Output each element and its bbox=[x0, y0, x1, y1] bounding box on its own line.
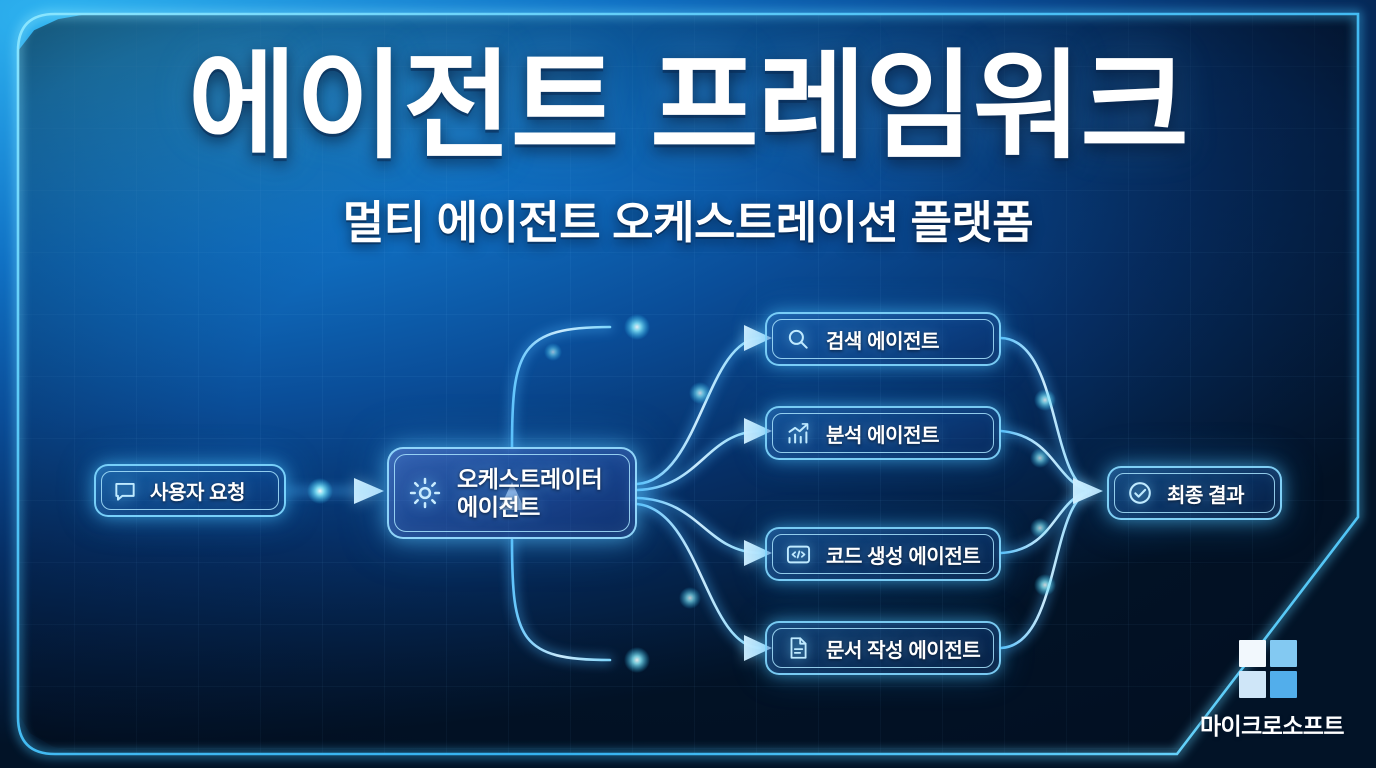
node-agent-search[interactable]: 검색 에이전트 bbox=[765, 312, 1001, 366]
node-agent-search-label: 검색 에이전트 bbox=[826, 330, 940, 353]
microsoft-logo-icon bbox=[1239, 640, 1297, 698]
node-final-result[interactable]: 최종 결과 bbox=[1107, 466, 1282, 520]
logo-tile-bottom-right bbox=[1270, 671, 1297, 698]
logo-tile-bottom-left bbox=[1239, 671, 1266, 698]
bar-chart-icon bbox=[783, 418, 813, 448]
slide-header: 에이전트 프레임워크 멀티 에이전트 오케스트레이션 플랫폼 bbox=[0, 41, 1376, 251]
node-agent-analysis-label: 분석 에이전트 bbox=[826, 424, 940, 447]
node-agent-analysis[interactable]: 분석 에이전트 bbox=[765, 406, 1001, 460]
page-subtitle: 멀티 에이전트 오케스트레이션 플랫폼 bbox=[342, 196, 1034, 248]
brand-block: 마이크로소프트 bbox=[1200, 640, 1345, 741]
chat-bubble-icon bbox=[110, 476, 140, 506]
logo-tile-top-left bbox=[1239, 640, 1266, 667]
brand-name: 마이크로소프트 bbox=[1200, 713, 1345, 739]
node-agent-code-generation[interactable]: 코드 생성 에이전트 bbox=[765, 527, 1001, 581]
page-title: 에이전트 프레임워크 bbox=[188, 41, 1189, 173]
node-user-request[interactable]: 사용자 요청 bbox=[94, 464, 286, 517]
node-agent-code-generation-label: 코드 생성 에이전트 bbox=[826, 545, 981, 568]
code-brackets-icon bbox=[783, 539, 813, 569]
document-icon bbox=[783, 633, 813, 663]
node-agent-document-writing[interactable]: 문서 작성 에이전트 bbox=[765, 621, 1001, 675]
connector-feedback-top bbox=[510, 325, 612, 449]
search-icon bbox=[783, 324, 813, 354]
node-final-result-label: 최종 결과 bbox=[1167, 484, 1245, 507]
connector-agent-3-to-final bbox=[999, 489, 1092, 650]
node-user-request-label: 사용자 요청 bbox=[150, 482, 246, 504]
logo-tile-top-right bbox=[1270, 640, 1297, 667]
node-agent-document-writing-label: 문서 작성 에이전트 bbox=[826, 639, 981, 662]
connector-feedback-bottom bbox=[510, 538, 612, 662]
check-circle-icon bbox=[1125, 478, 1155, 508]
connector-agent-0-to-final bbox=[999, 336, 1092, 493]
gear-icon bbox=[405, 473, 445, 513]
